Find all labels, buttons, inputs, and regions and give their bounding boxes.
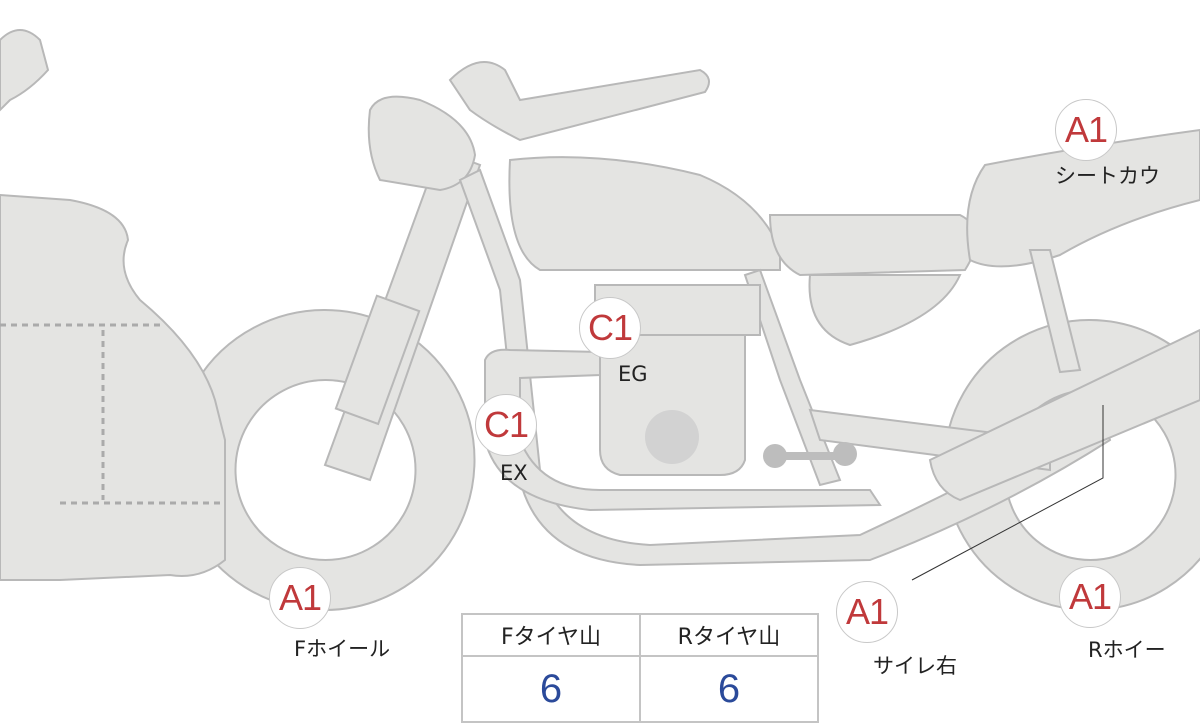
part-label-silencer-right: サイレ右	[873, 650, 957, 680]
front-tire-value: 6	[462, 656, 640, 722]
fuel-tank	[509, 157, 780, 270]
part-label-seat-cowl: シートカウ	[1055, 160, 1160, 190]
side-cover	[810, 275, 961, 345]
front-tire-header: Fタイヤ山	[462, 614, 640, 656]
rider-body	[0, 195, 225, 580]
grade-marker-engine: C1	[579, 297, 641, 359]
part-label-front-wheel: Fホイール	[294, 633, 390, 663]
grade-marker-exhaust: C1	[475, 394, 537, 456]
headlight	[369, 97, 475, 190]
grade-marker-seat-cowl: A1	[1055, 99, 1117, 161]
handlebar	[450, 62, 709, 140]
rear-tire-header: Rタイヤ山	[640, 614, 818, 656]
rear-tire-value: 6	[640, 656, 818, 722]
seat	[770, 215, 976, 275]
rider-figure	[0, 30, 48, 110]
part-label-exhaust: EX	[500, 461, 528, 485]
grade-marker-front-wheel: A1	[269, 567, 331, 629]
engine-cover	[645, 410, 699, 464]
grade-marker-rear-wheel: A1	[1059, 566, 1121, 628]
grade-marker-silencer-right: A1	[836, 581, 898, 643]
part-label-engine: EG	[618, 362, 648, 386]
tire-tread-table: Fタイヤ山 Rタイヤ山 6 6	[461, 613, 819, 723]
part-label-rear-wheel: Rホイー	[1088, 634, 1166, 664]
